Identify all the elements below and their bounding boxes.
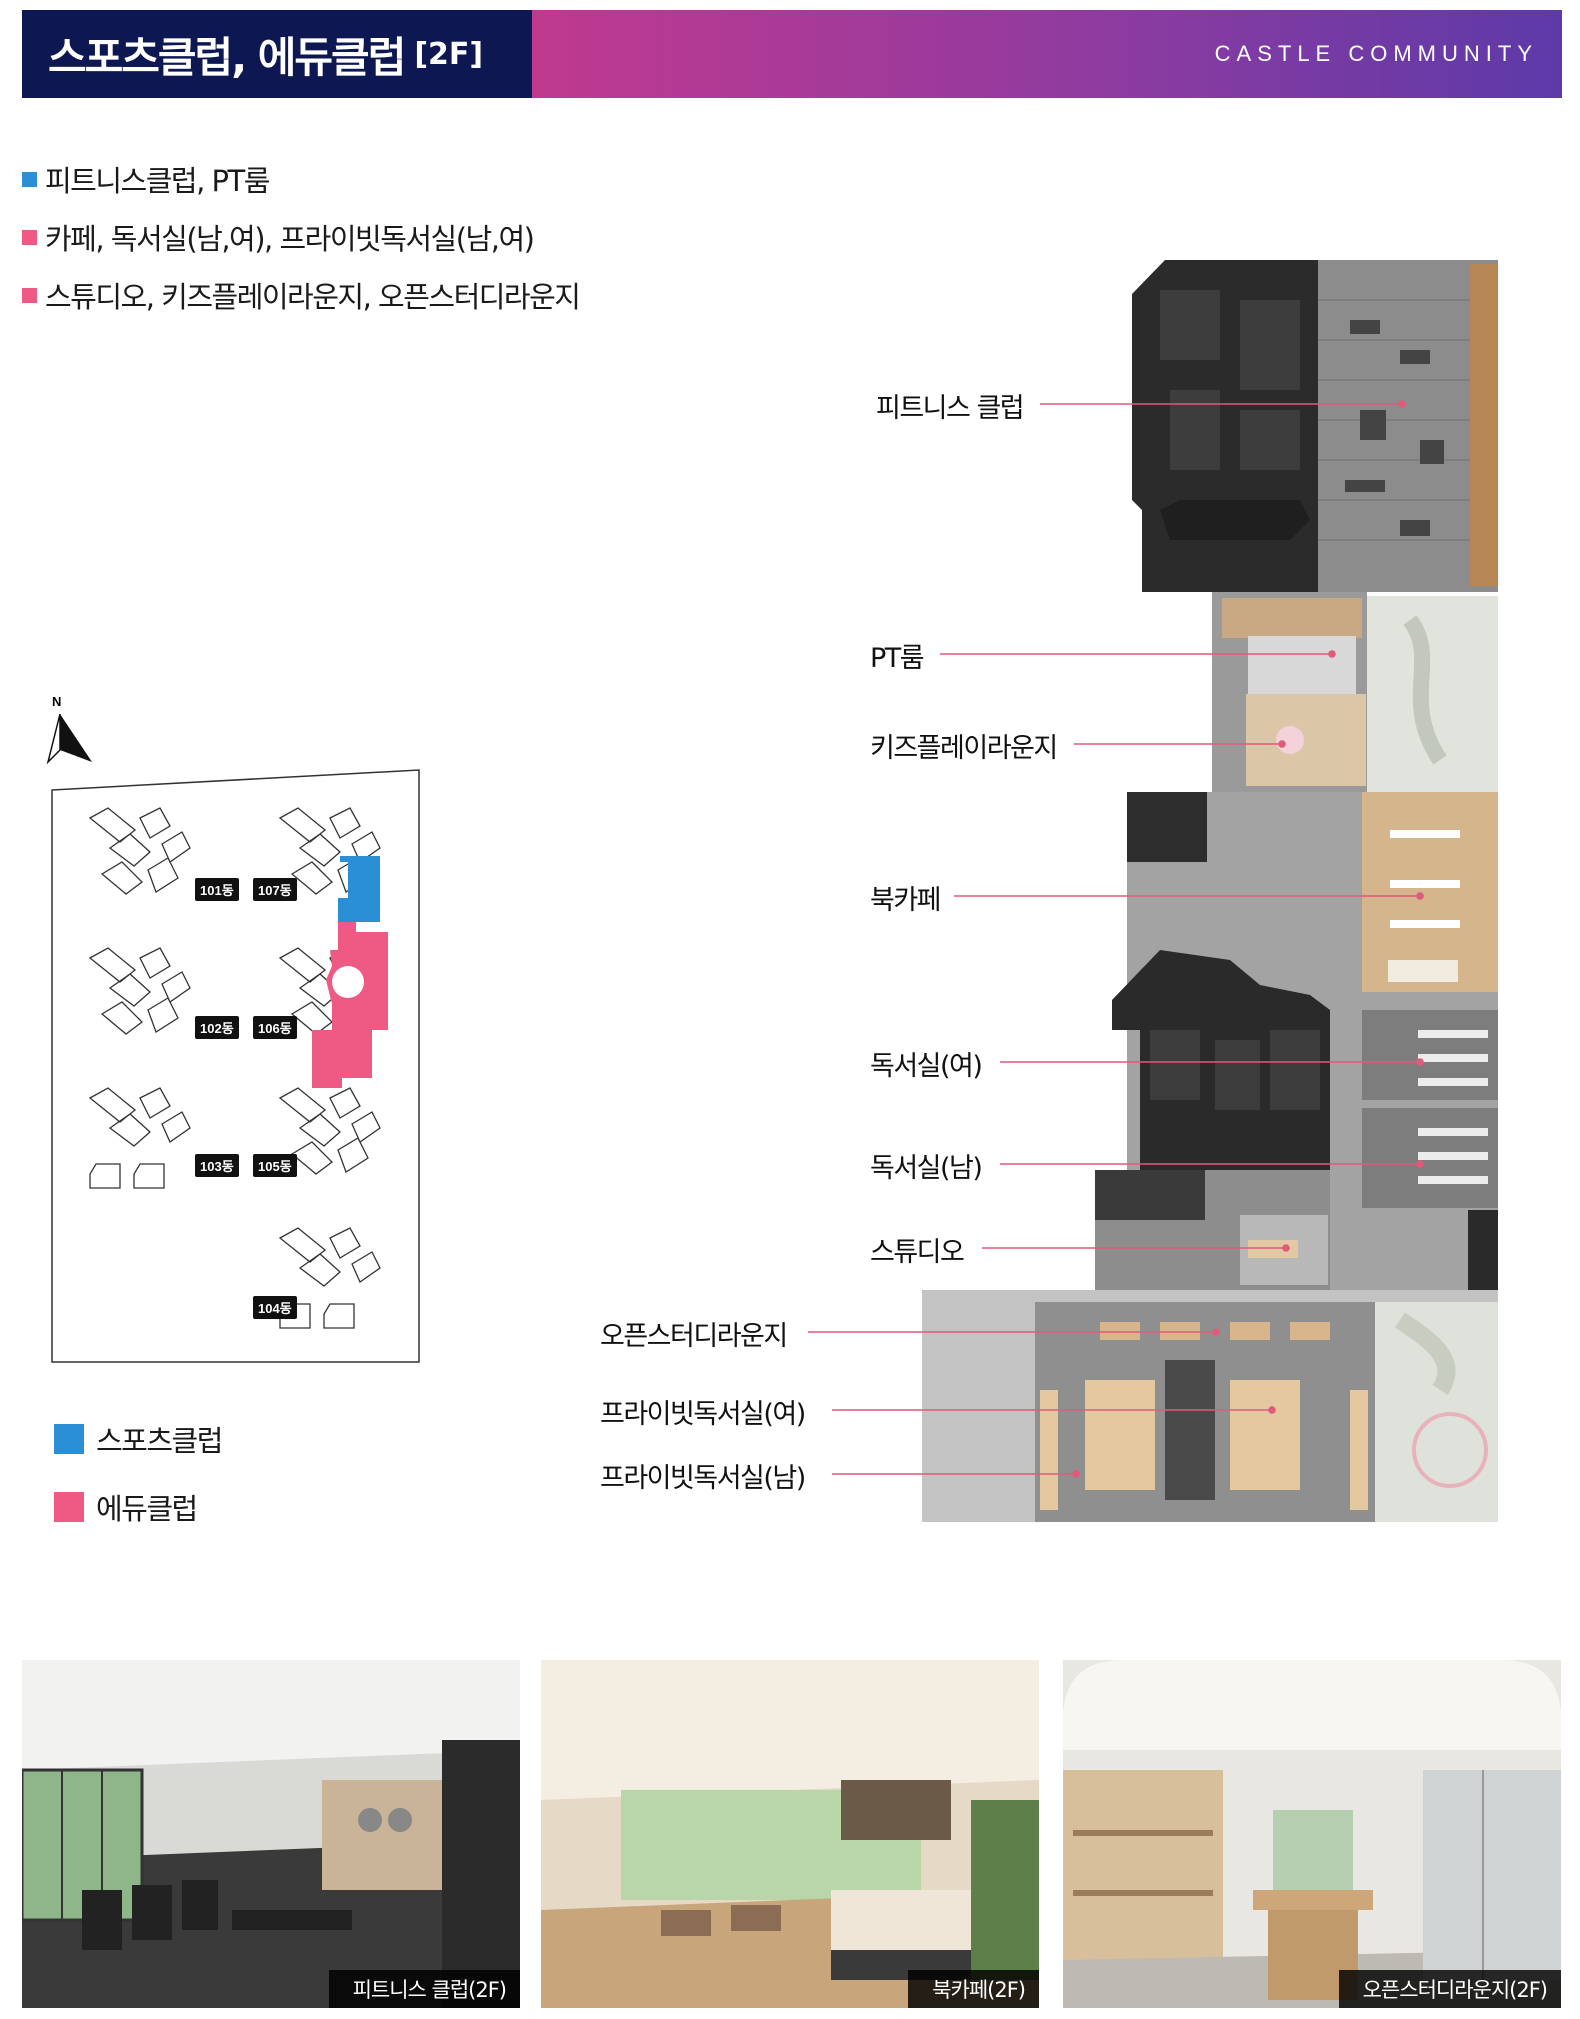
header-gradient-bar: CASTLE COMMUNITY	[532, 10, 1562, 98]
north-label: N	[52, 694, 61, 709]
callout-studio: 스튜디오	[870, 1237, 965, 1268]
page-title-text: 스포츠클럽, 에듀클럽	[48, 32, 406, 82]
bullet-square-pink	[22, 229, 37, 245]
bullet-square-blue	[22, 171, 37, 187]
callout-pt-room: PT룸	[870, 643, 925, 674]
header-subtitle: CASTLE COMMUNITY	[1214, 41, 1538, 66]
photo-open-study-lounge: 오픈스터디라운지(2F)	[1063, 1660, 1561, 2008]
callout-private-reading-male: 프라이빗독서실(남)	[600, 1463, 806, 1494]
legend-label: 스포츠클럽	[96, 1424, 223, 1458]
fitness-photo-icon	[22, 1660, 520, 2008]
building-label-106: 106동	[253, 1016, 297, 1039]
facility-list-text: 스튜디오, 키즈플레이라운지, 오픈스터디라운지	[45, 280, 581, 314]
callout-private-reading-female: 프라이빗독서실(여)	[600, 1399, 806, 1430]
legend-swatch-blue	[54, 1424, 84, 1454]
building-label-107: 107동	[253, 878, 297, 901]
facility-list-item: 스튜디오, 키즈플레이라운지, 오픈스터디라운지	[22, 266, 581, 324]
building-label-105: 105동	[253, 1154, 297, 1177]
facility-list-item: 피트니스클럽, PT룸	[22, 150, 579, 208]
callout-reading-room-male: 독서실(남)	[870, 1153, 983, 1184]
legend-label: 에듀클럽	[96, 1492, 198, 1526]
legend-edu-club: 에듀클럽	[54, 1486, 198, 1528]
photo-caption: 북카페(2F)	[908, 1970, 1039, 2008]
legend-swatch-pink	[54, 1492, 84, 1522]
building-label-102: 102동	[195, 1016, 239, 1039]
callout-fitness-club: 피트니스 클럽	[876, 393, 1025, 424]
bookcafe-photo-icon	[541, 1660, 1039, 2008]
facility-list: 피트니스클럽, PT룸 카페, 독서실(남,여), 프라이빗독서실(남,여) 스…	[22, 150, 581, 324]
callout-kids-play-lounge: 키즈플레이라운지	[870, 733, 1058, 764]
building-label-101: 101동	[195, 878, 239, 901]
building-label-103: 103동	[195, 1154, 239, 1177]
study-lounge-photo-icon	[1063, 1660, 1561, 2008]
facility-list-item: 카페, 독서실(남,여), 프라이빗독서실(남,여)	[22, 208, 579, 266]
callout-reading-room-female: 독서실(여)	[870, 1051, 983, 1082]
floor-plan-base	[922, 260, 1498, 1522]
legend-sports-club: 스포츠클럽	[54, 1418, 223, 1460]
facility-list-text: 카페, 독서실(남,여), 프라이빗독서실(남,여)	[45, 222, 535, 256]
header-banner: 스포츠클럽, 에듀클럽 [2F] CASTLE COMMUNITY	[22, 10, 1562, 98]
site-map-drawing	[51, 769, 420, 1363]
callout-book-cafe: 북카페	[870, 885, 942, 916]
facility-list-text: 피트니스클럽, PT룸	[45, 164, 270, 198]
north-arrow-icon: N	[46, 694, 92, 765]
site-map: 101동 107동 102동 106동 103동 105동 104동	[50, 768, 422, 1364]
floor-label: [2F]	[414, 36, 484, 72]
photo-fitness-club: 피트니스 클럽(2F)	[22, 1660, 520, 2008]
photo-caption: 피트니스 클럽(2F)	[328, 1970, 520, 2008]
callout-open-study-lounge: 오픈스터디라운지	[600, 1321, 788, 1352]
page-title: 스포츠클럽, 에듀클럽 [2F]	[22, 10, 532, 98]
building-label-104: 104동	[253, 1296, 297, 1319]
bullet-square-pink	[22, 287, 37, 303]
photo-caption: 오픈스터디라운지(2F)	[1338, 1970, 1561, 2008]
photo-book-cafe: 북카페(2F)	[541, 1660, 1039, 2008]
